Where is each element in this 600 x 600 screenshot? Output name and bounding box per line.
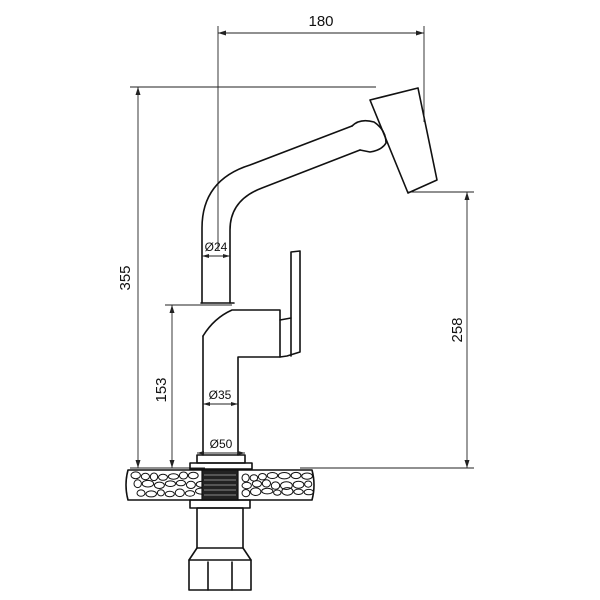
stone-pebble xyxy=(261,487,274,495)
stone-pebble xyxy=(164,480,176,488)
stone-pebble xyxy=(273,489,282,496)
dimension-spout-diameter-label: Ø24 xyxy=(205,240,228,254)
stone-pebble xyxy=(250,487,262,497)
stone-pebble xyxy=(140,472,150,481)
stone-pebble xyxy=(156,489,165,497)
stone-pebble xyxy=(175,479,186,487)
dimension-total-height-label: 355 xyxy=(117,265,134,290)
stone-pebble xyxy=(281,487,294,496)
stone-pebble xyxy=(290,471,302,480)
stone-pebble xyxy=(241,481,252,490)
dimension-spout-reach-label: 180 xyxy=(308,13,333,30)
dimension-body-diameter-label: Ø35 xyxy=(209,388,232,402)
stone-pebble xyxy=(149,472,159,482)
dimension-outlet-height-label: 258 xyxy=(449,317,466,342)
dimension-lever-height-label: 153 xyxy=(153,377,170,402)
faucet-body xyxy=(189,87,438,470)
dimension-total-height: 355 xyxy=(117,86,376,469)
dimension-outlet-height: 258 xyxy=(300,191,474,469)
dimension-body-diameter: Ø35 xyxy=(203,388,238,406)
stone-pebble xyxy=(184,490,196,497)
stone-pebble xyxy=(293,488,304,495)
base-plate xyxy=(189,462,253,470)
stone-pebble xyxy=(158,473,168,481)
stone-pebble xyxy=(178,471,189,480)
stone-pebble xyxy=(241,489,251,498)
stone-pebble xyxy=(141,479,155,488)
stone-pebble xyxy=(185,480,196,489)
countertop-stones xyxy=(130,471,314,498)
stone-pebble xyxy=(277,472,291,480)
stone-pebble xyxy=(270,481,281,490)
stone-pebble xyxy=(174,488,185,498)
stone-pebble xyxy=(257,473,267,481)
dimension-base-diameter-label: Ø50 xyxy=(210,437,233,451)
stone-pebble xyxy=(145,490,157,498)
stone-pebble xyxy=(303,488,314,496)
dimension-spout-reach: 180 xyxy=(217,13,425,250)
stone-pebble xyxy=(280,481,293,491)
stone-pebble xyxy=(266,472,279,479)
mounting-shank xyxy=(188,469,252,591)
stone-pebble xyxy=(136,489,146,497)
dimension-base-diameter: Ø50 xyxy=(197,437,245,455)
stone-pebble xyxy=(164,490,175,498)
spray-head xyxy=(369,87,438,194)
base-collar xyxy=(196,454,246,464)
stone-pebble xyxy=(130,471,141,480)
stone-pebble xyxy=(261,479,271,488)
dimension-lever-height: 153 xyxy=(153,304,232,468)
dimension-spout-diameter: Ø24 xyxy=(202,240,230,258)
stone-pebble xyxy=(187,471,199,480)
stone-pebble xyxy=(133,479,142,489)
stone-pebble xyxy=(153,481,165,489)
lever-handle xyxy=(279,250,301,358)
stone-pebble xyxy=(251,480,262,488)
stone-pebble xyxy=(241,473,250,483)
stone-pebble xyxy=(301,472,314,480)
stone-pebble xyxy=(292,480,305,489)
countertop xyxy=(125,469,315,501)
stone-pebble xyxy=(167,473,180,480)
stone-pebble xyxy=(304,480,313,488)
